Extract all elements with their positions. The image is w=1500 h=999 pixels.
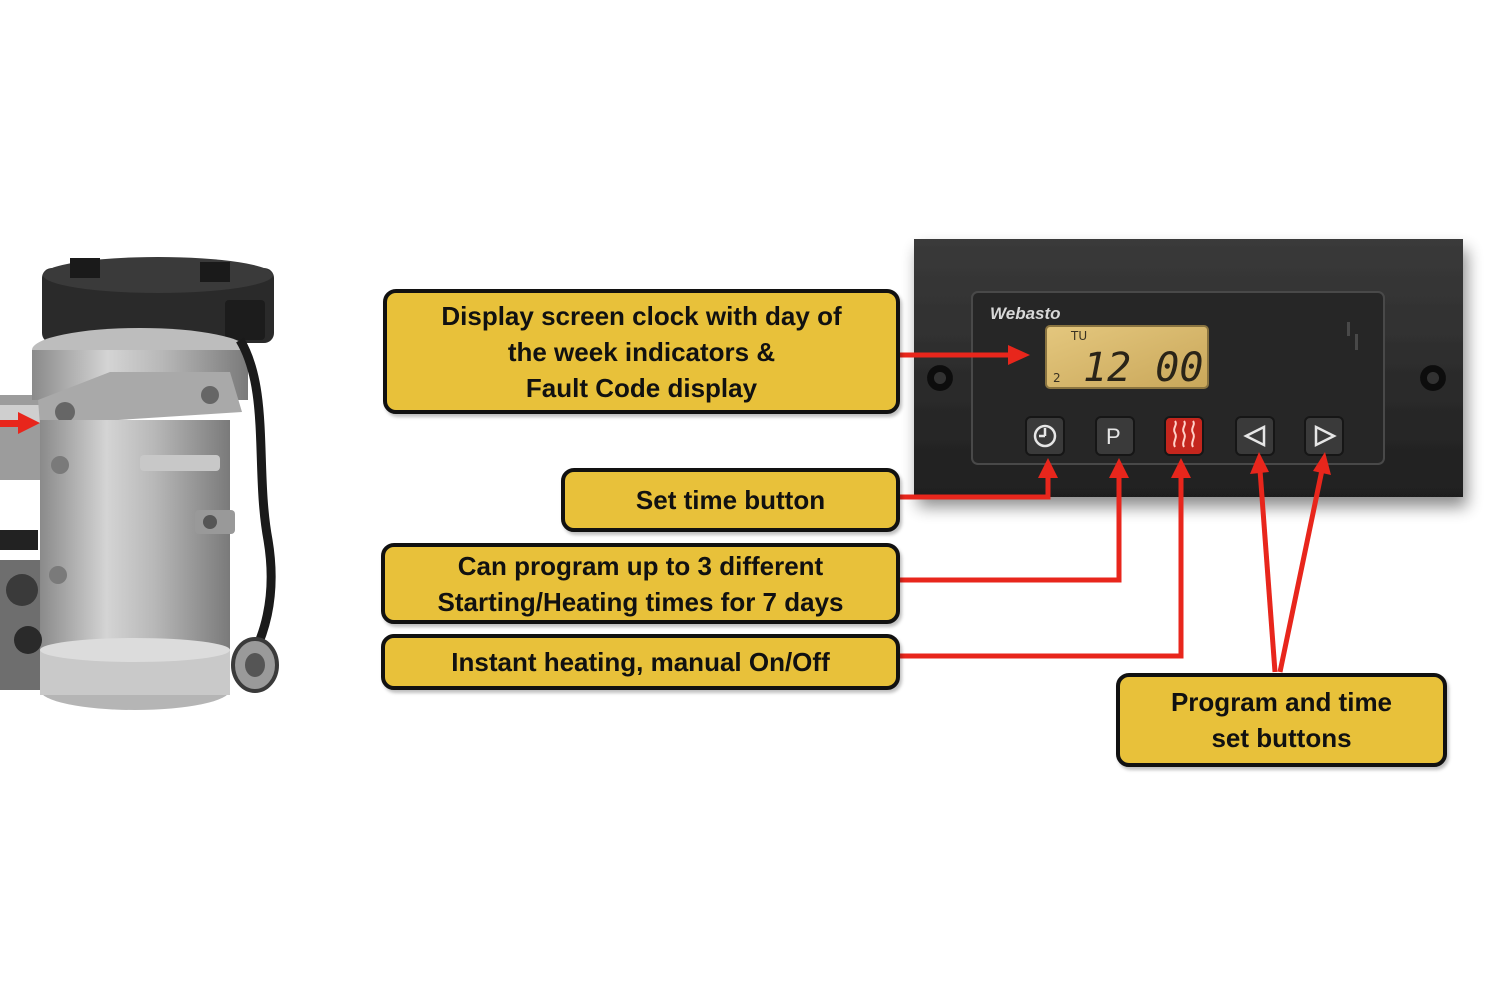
webasto-logo: Webasto bbox=[990, 304, 1061, 323]
callout-text: Starting/Heating times for 7 days bbox=[437, 586, 844, 617]
arrow-left-button bbox=[1257, 469, 1278, 673]
clock-icon bbox=[1033, 424, 1057, 448]
triangle-left-icon bbox=[1243, 424, 1266, 448]
callout-text: set buttons bbox=[1211, 723, 1352, 753]
heat-waves-icon bbox=[1173, 420, 1195, 448]
lcd-display: TU 2 12 00 bbox=[1045, 325, 1209, 391]
callout-text: Program and time bbox=[1170, 687, 1393, 717]
heater-arrow bbox=[0, 412, 40, 434]
lcd-time: 12 00 bbox=[1083, 345, 1203, 391]
instant-heat-button[interactable] bbox=[1164, 416, 1204, 456]
callout-text: Can program up to 3 different bbox=[457, 550, 824, 581]
lcd-day-indicator: TU bbox=[1070, 329, 1087, 343]
arrow-set-time bbox=[900, 475, 1051, 500]
triangle-right-icon bbox=[1314, 424, 1337, 448]
arrow-instant bbox=[900, 475, 1184, 659]
callout-text: Fault Code display bbox=[525, 372, 758, 403]
callout-text: Instant heating, manual On/Off bbox=[451, 647, 830, 677]
callout-set-time: Set time button bbox=[561, 468, 900, 532]
svg-text:Webasto: Webasto bbox=[990, 304, 1061, 323]
right-button[interactable] bbox=[1304, 416, 1344, 456]
arrow-program bbox=[900, 475, 1122, 583]
p-letter: P bbox=[1106, 424, 1121, 449]
connector-arrows bbox=[900, 352, 1325, 673]
arrow-heads bbox=[1008, 345, 1331, 478]
callout-display-screen: Display screen clock with day of the wee… bbox=[383, 289, 900, 414]
program-button[interactable]: P bbox=[1095, 416, 1135, 456]
callout-instant-heating: Instant heating, manual On/Off bbox=[381, 634, 900, 690]
callout-text: the week indicators & bbox=[507, 336, 776, 367]
set-time-button[interactable] bbox=[1025, 416, 1065, 456]
arrow-right-button bbox=[1277, 469, 1325, 673]
left-button[interactable] bbox=[1235, 416, 1275, 456]
callout-program-time-buttons: Program and time set buttons bbox=[1116, 673, 1447, 767]
callout-text: Set time button bbox=[635, 485, 826, 515]
lcd-small-digit: 2 bbox=[1053, 371, 1061, 385]
callout-text: Display screen clock with day of bbox=[441, 300, 842, 331]
callout-program: Can program up to 3 different Starting/H… bbox=[381, 543, 900, 624]
heater-unit bbox=[0, 257, 279, 710]
